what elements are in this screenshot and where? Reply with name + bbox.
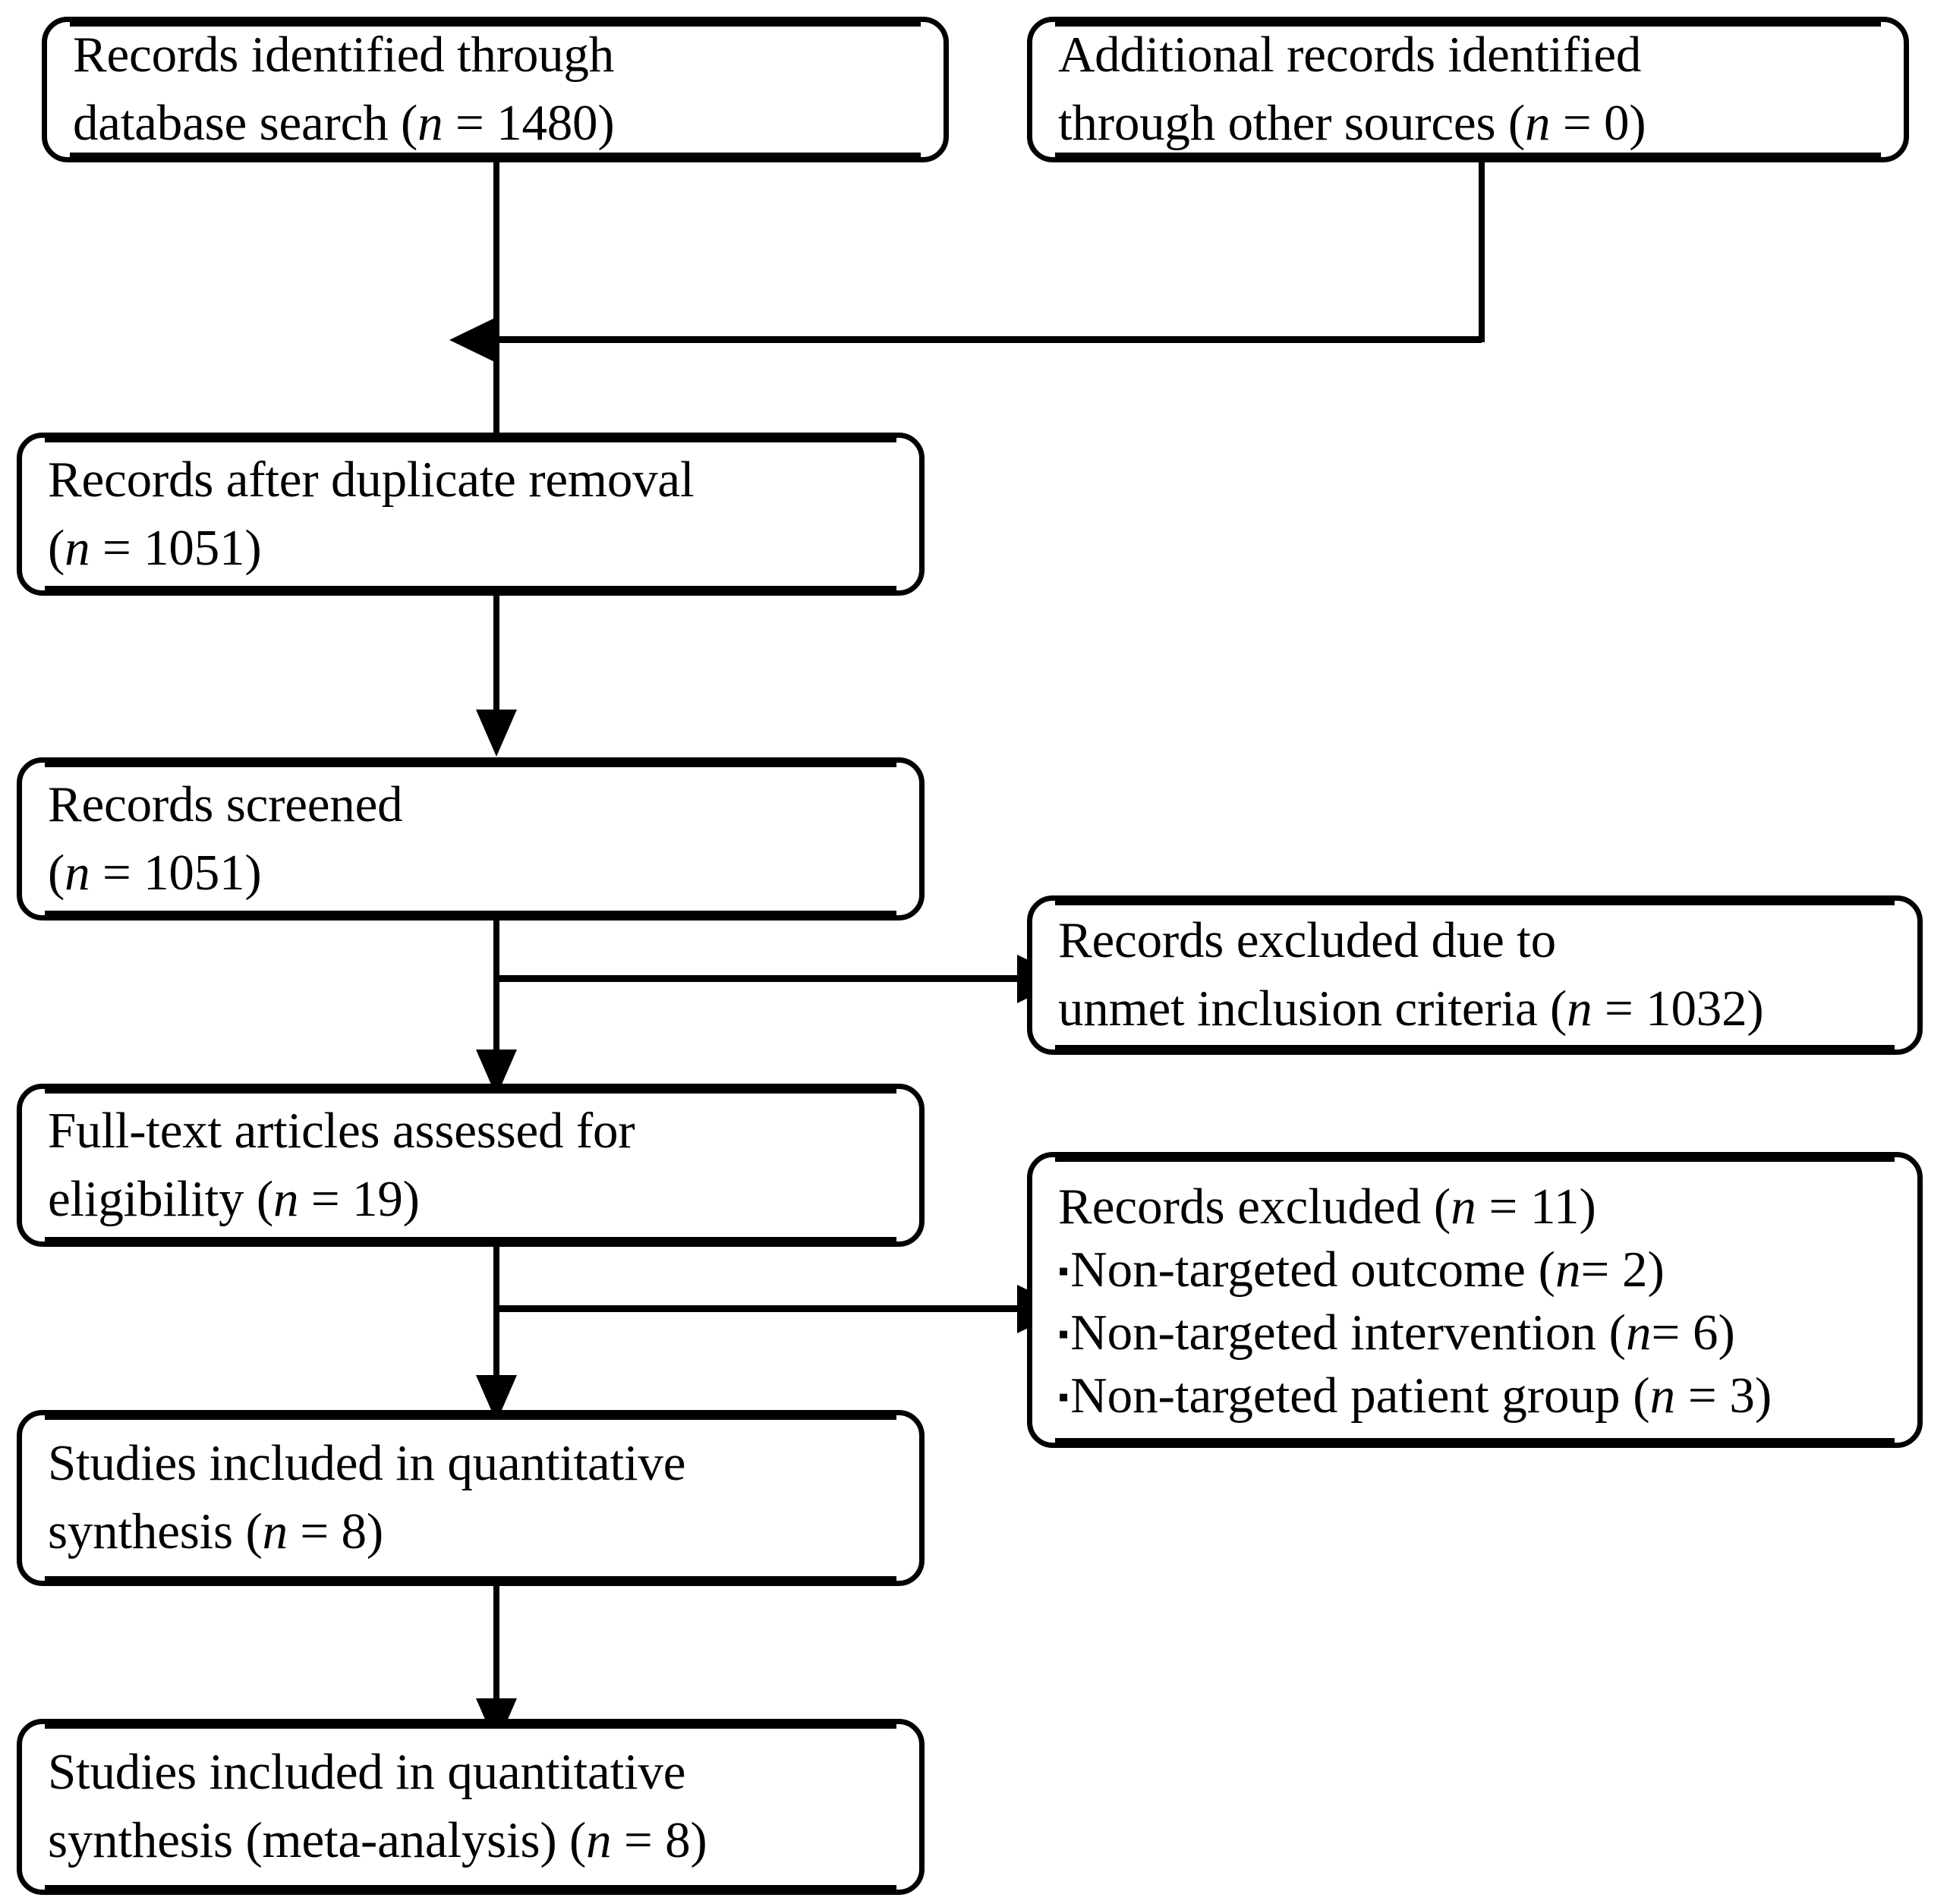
label-suffix: = 8) — [611, 1812, 707, 1868]
n-symbol: n — [1525, 95, 1551, 151]
n-symbol: n — [1649, 1367, 1676, 1424]
node-line-1: Records excluded due to — [1058, 912, 1556, 969]
connector-fulltext-to-excluded — [493, 1305, 1017, 1312]
n-symbol: n — [1451, 1179, 1476, 1235]
node-line-2: (n = 1051) — [48, 839, 893, 908]
n-symbol: n — [417, 95, 443, 151]
label-suffix: = 1051) — [90, 519, 262, 576]
node-records-excluded-fulltext[interactable]: Records excluded (n = 11) ▪Non-targeted … — [1027, 1152, 1923, 1448]
n-symbol: n — [1567, 980, 1592, 1037]
node-records-identified-database[interactable]: Records identified through database sear… — [42, 17, 949, 162]
excluded-reason-item: ▪Non-targeted patient group (n = 3) — [1058, 1364, 1892, 1427]
node-records-identified-other[interactable]: Additional records identified through ot… — [1027, 17, 1909, 162]
node-studies-included-quantitative[interactable]: Studies included in quantitative synthes… — [17, 1410, 925, 1586]
label-prefix: ( — [48, 519, 65, 576]
connector-included-down — [493, 1586, 499, 1738]
bullet-icon: ▪ — [1058, 1316, 1070, 1351]
node-line-1: Studies included in quantitative — [48, 1744, 686, 1801]
label-suffix: = 19) — [298, 1170, 420, 1227]
node-line-1: Full-text articles assessed for — [48, 1102, 635, 1159]
node-line-1: Records identified through — [73, 27, 615, 83]
n-symbol: n — [65, 844, 90, 901]
excluded-reason-item: ▪Non-targeted outcome (n= 2) — [1058, 1238, 1892, 1301]
node-line-2: database search (n = 1480) — [73, 90, 918, 158]
connector-after-duplicates-down — [493, 596, 499, 747]
node-fulltext-articles-assessed[interactable]: Full-text articles assessed for eligibil… — [17, 1084, 925, 1247]
node-studies-included-meta-analysis[interactable]: Studies included in quantitative synthes… — [17, 1719, 925, 1895]
label-prefix: eligibility ( — [48, 1170, 274, 1227]
node-records-excluded-unmet-criteria[interactable]: Records excluded due to unmet inclusion … — [1027, 895, 1923, 1055]
node-line-1: Records screened — [48, 776, 403, 832]
reason-suffix: = 2) — [1580, 1242, 1665, 1298]
label-suffix: = 1480) — [443, 95, 615, 151]
reason-prefix: Non-targeted outcome ( — [1070, 1242, 1555, 1298]
label-prefix: synthesis (meta-analysis) ( — [48, 1812, 587, 1868]
reason-suffix: = 3) — [1675, 1367, 1772, 1424]
node-line-2: unmet inclusion criteria (n = 1032) — [1058, 975, 1892, 1043]
node-line-2: (n = 1051) — [48, 515, 893, 583]
reason-prefix: Non-targeted patient group ( — [1070, 1367, 1650, 1424]
label-suffix: = 1051) — [90, 844, 262, 901]
connector-fulltext-down — [493, 1247, 499, 1414]
reason-prefix: Non-targeted intervention ( — [1070, 1304, 1626, 1361]
label-suffix: = 0) — [1550, 95, 1646, 151]
arrowhead-merge-left — [449, 316, 499, 364]
node-records-screened[interactable]: Records screened (n = 1051) — [17, 757, 925, 921]
n-symbol: n — [262, 1503, 288, 1559]
node-line-2: synthesis (meta-analysis) (n = 8) — [48, 1807, 893, 1875]
n-symbol: n — [1555, 1242, 1581, 1298]
label-prefix: synthesis ( — [48, 1503, 263, 1559]
node-line-2: through other sources (n = 0) — [1058, 90, 1878, 158]
n-symbol: n — [586, 1812, 612, 1868]
arrowhead-to-screened — [476, 710, 517, 757]
label-prefix: Records excluded ( — [1058, 1179, 1451, 1235]
node-line-1: Studies included in quantitative — [48, 1435, 686, 1492]
excluded-heading: Records excluded (n = 11) — [1058, 1175, 1892, 1238]
label-suffix: = 1032) — [1592, 980, 1764, 1037]
connector-screened-down — [493, 921, 499, 1087]
connector-identified-other-down — [1479, 162, 1485, 342]
connector-merge-horizontal — [496, 336, 1482, 343]
bullet-icon: ▪ — [1058, 1380, 1070, 1415]
reason-suffix: = 6) — [1651, 1304, 1735, 1361]
node-line-1: Records after duplicate removal — [48, 451, 695, 508]
label-prefix: database search ( — [73, 95, 418, 151]
label-prefix: ( — [48, 844, 65, 901]
node-line-2: eligibility (n = 19) — [48, 1166, 893, 1234]
n-symbol: n — [1626, 1304, 1652, 1361]
node-line-2: synthesis (n = 8) — [48, 1498, 893, 1566]
excluded-reason-item: ▪Non-targeted intervention (n= 6) — [1058, 1301, 1892, 1364]
node-records-after-duplicate-removal[interactable]: Records after duplicate removal (n = 105… — [17, 433, 925, 596]
label-prefix: through other sources ( — [1058, 95, 1525, 151]
label-prefix: unmet inclusion criteria ( — [1058, 980, 1567, 1037]
connector-screened-to-excluded — [493, 975, 1017, 982]
n-symbol: n — [65, 519, 90, 576]
label-suffix: = 11) — [1476, 1179, 1596, 1235]
label-suffix: = 8) — [287, 1503, 383, 1559]
node-line-1: Additional records identified — [1058, 27, 1642, 83]
n-symbol: n — [273, 1170, 299, 1227]
bullet-icon: ▪ — [1058, 1253, 1070, 1288]
